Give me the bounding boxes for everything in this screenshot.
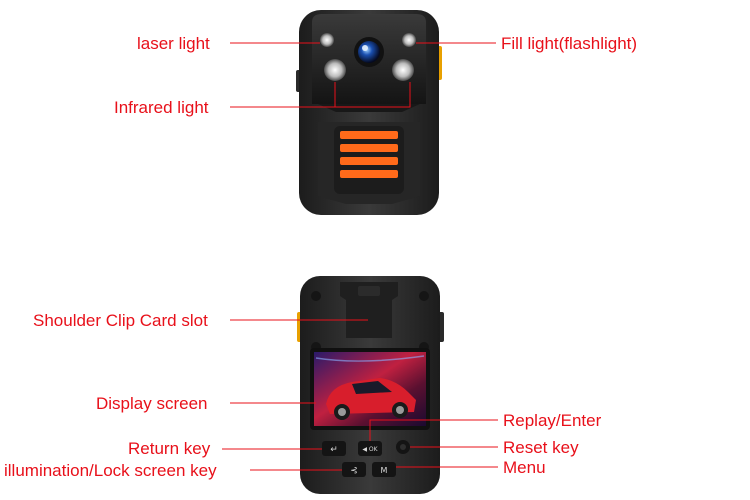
shoulder-clip-card-slot	[340, 282, 398, 338]
label-infrared-light: Infrared light	[114, 98, 209, 117]
laser-light-icon	[320, 33, 334, 47]
return-glyph: ↵	[330, 445, 338, 455]
front-camera	[296, 10, 442, 215]
return-key[interactable]	[322, 441, 346, 456]
label-fill-light: Fill light(flashlight)	[501, 34, 638, 53]
menu-glyph: M	[381, 466, 388, 475]
label-replay-enter: Replay/Enter	[503, 411, 602, 430]
infrared-light-right-icon	[392, 59, 414, 81]
menu-key[interactable]	[372, 462, 396, 477]
fill-light-icon	[402, 33, 416, 47]
label-return-key: Return key	[128, 439, 211, 458]
illumination-glyph: ⊰	[350, 466, 358, 476]
screw-icon	[311, 291, 321, 301]
infrared-light-left-icon	[324, 59, 346, 81]
illumination-lock-key[interactable]	[342, 462, 366, 477]
car-image-icon	[315, 355, 425, 420]
label-menu: Menu	[503, 458, 546, 477]
ok-glyph: ◀ OK	[362, 446, 378, 453]
label-shoulder-clip: Shoulder Clip Card slot	[33, 311, 208, 330]
callout-line-infrared-right	[335, 82, 411, 108]
label-reset-key: Reset key	[503, 438, 579, 457]
replay-enter-key[interactable]	[358, 441, 382, 456]
lens-icon	[358, 41, 380, 63]
screw-icon	[419, 291, 429, 301]
label-display-screen: Display screen	[96, 394, 208, 413]
grille-icon	[340, 131, 398, 178]
label-illumination-lock: illumination/Lock screen key	[4, 461, 217, 480]
label-laser-light: laser light	[137, 34, 210, 53]
callout-line-replay	[369, 419, 498, 441]
callout-lines	[222, 42, 498, 471]
back-camera: ↵ ◀ OK ⊰ M	[297, 276, 444, 494]
